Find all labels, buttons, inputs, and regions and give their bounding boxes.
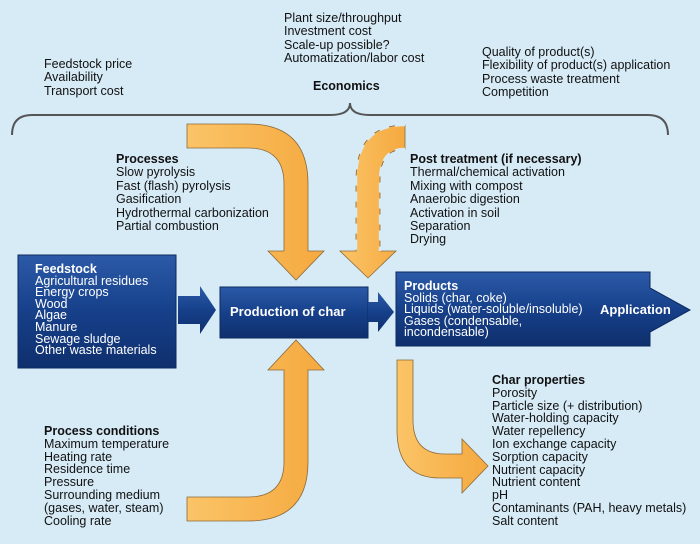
feedstock-box: Feedstock Agricultural residues Energy c… bbox=[35, 262, 157, 358]
process-item: Gasification bbox=[116, 192, 182, 207]
economics-bracket bbox=[11, 102, 669, 136]
economics-item: Quality of product(s) bbox=[482, 45, 595, 59]
process-condition-item: Heating rate bbox=[44, 449, 113, 464]
char-property-item: Nutrient content bbox=[492, 475, 581, 490]
post-treatment-item: Separation bbox=[410, 219, 471, 234]
economics-item: Investment cost bbox=[284, 24, 372, 39]
economics-item: Plant size/throughput bbox=[284, 11, 402, 25]
char-properties-block: Char properties Porosity Particle size (… bbox=[492, 374, 686, 528]
post-treatment-item: Thermal/chemical activation bbox=[410, 165, 565, 180]
process-item: Slow pyrolysis bbox=[116, 165, 196, 180]
process-item: Partial combustion bbox=[116, 219, 219, 234]
economics-item: Scale-up possible? bbox=[284, 37, 390, 52]
feedstock-item: Algae bbox=[35, 308, 67, 323]
feedstock-item: Agricultural residues bbox=[35, 273, 149, 288]
products-box-shape bbox=[395, 271, 692, 347]
process-condition-item: (gases, water, steam) bbox=[44, 500, 164, 515]
char-property-item: Porosity bbox=[492, 385, 538, 400]
process-conditions-block: Process conditions Maximum temperature H… bbox=[44, 425, 169, 527]
post-treatment-item: Drying bbox=[410, 232, 447, 247]
economics-center-group: Plant size/throughput Investment cost Sc… bbox=[284, 11, 425, 66]
feedstock-item: Manure bbox=[35, 319, 78, 334]
feedstock-item: Energy crops bbox=[35, 285, 109, 300]
process-condition-item: Maximum temperature bbox=[44, 436, 170, 451]
economics-right-group: Quality of product(s) Flexibility of pro… bbox=[482, 45, 671, 100]
char-property-item: Nutrient capacity bbox=[492, 462, 586, 477]
char-property-item: Water-holding capacity bbox=[492, 411, 619, 426]
post-treatment-item: Mixing with compost bbox=[410, 178, 523, 193]
post-treatment-block: Post treatment (if necessary) Thermal/ch… bbox=[410, 152, 582, 247]
economics-item: Transport cost bbox=[44, 83, 124, 98]
char-property-item: Sorption capacity bbox=[492, 449, 588, 464]
processes-block: Processes Slow pyrolysis Fast (flash) py… bbox=[116, 152, 269, 234]
economics-item: Feedstock price bbox=[44, 57, 133, 71]
feedstock-title: Feedstock bbox=[35, 262, 97, 276]
product-item: Gases (condensable, bbox=[404, 313, 523, 328]
process-conditions-title: Process conditions bbox=[44, 424, 160, 438]
application-label: Application bbox=[600, 302, 671, 317]
char-property-item: Contaminants (PAH, heavy metals) bbox=[492, 500, 687, 515]
process-item: Fast (flash) pyrolysis bbox=[116, 178, 231, 193]
process-conditions-arrow bbox=[186, 339, 325, 522]
char-properties-title: Char properties bbox=[492, 373, 586, 387]
process-condition-item: Cooling rate bbox=[44, 513, 112, 528]
production-arrow bbox=[368, 292, 394, 332]
process-condition-item: Pressure bbox=[44, 475, 95, 490]
process-condition-item: Residence time bbox=[44, 462, 131, 477]
post-treatment-item: Activation in soil bbox=[410, 205, 500, 220]
feedstock-item: Sewage sludge bbox=[35, 331, 121, 346]
process-condition-item: Surrounding medium bbox=[44, 487, 161, 502]
economics-left-group: Feedstock price Availability Transport c… bbox=[44, 57, 133, 98]
char-property-item: Salt content bbox=[492, 513, 559, 528]
post-treatment-arrow bbox=[339, 124, 406, 279]
product-item: incondensable) bbox=[404, 325, 489, 340]
economics-item: Competition bbox=[482, 85, 549, 100]
product-item: Liquids (water-soluble/insoluble) bbox=[404, 302, 583, 317]
post-treatment-title: Post treatment (if necessary) bbox=[410, 152, 582, 166]
post-treatment-item: Anaerobic digestion bbox=[410, 192, 520, 207]
feedstock-item: Other waste materials bbox=[35, 343, 157, 358]
economics-title: Economics bbox=[313, 79, 380, 93]
char-property-item: Particle size (+ distribution) bbox=[492, 398, 643, 413]
products-title: Products bbox=[404, 279, 459, 293]
feedstock-item: Wood bbox=[35, 296, 68, 311]
economics-item: Flexibility of product(s) application bbox=[482, 58, 671, 73]
feedstock-box-shape bbox=[17, 254, 177, 369]
economics-item: Automatization/labor cost bbox=[284, 51, 425, 66]
feedstock-arrow bbox=[178, 286, 216, 334]
economics-item: Availability bbox=[44, 70, 103, 85]
process-item: Hydrothermal carbonization bbox=[116, 205, 269, 220]
char-property-item: Ion exchange capacity bbox=[492, 436, 617, 451]
economics-item: Process waste treatment bbox=[482, 71, 620, 86]
char-properties-arrow bbox=[396, 359, 489, 494]
processes-title: Processes bbox=[116, 152, 179, 166]
char-property-item: pH bbox=[492, 488, 508, 503]
product-item: Solids (char, coke) bbox=[404, 290, 507, 305]
processes-arrow bbox=[186, 123, 325, 281]
char-property-item: Water repellency bbox=[492, 424, 586, 439]
production-label: Production of char bbox=[230, 304, 346, 319]
products-block: Products Solids (char, coke) Liquids (wa… bbox=[404, 279, 583, 340]
